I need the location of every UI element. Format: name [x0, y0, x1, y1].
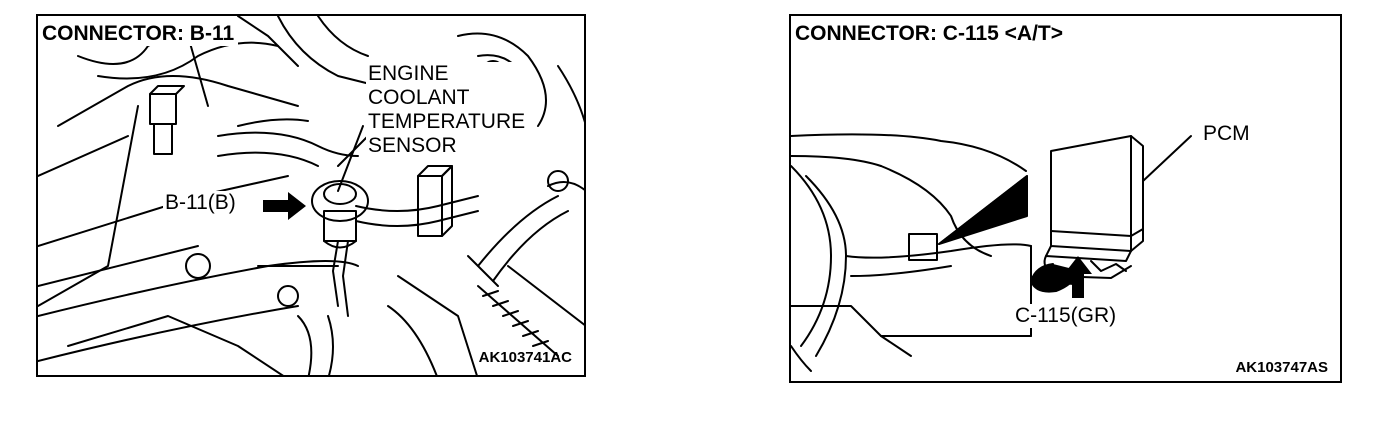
pcm-connector-diagram: CONNECTOR: C-115 <A/T> PCM C-115(GR) AK1…	[789, 14, 1342, 383]
figure-code: AK103747AS	[1235, 359, 1328, 376]
connector-label: C-115(GR)	[1013, 304, 1119, 328]
sensor-label-line: ENGINE	[366, 62, 528, 86]
figure-code: AK103741AC	[478, 349, 572, 366]
arrow-icon	[263, 192, 306, 220]
pcm-label: PCM	[1201, 122, 1252, 146]
sensor-label-line: TEMPERATURE	[366, 110, 528, 134]
arrow-icon	[1064, 256, 1092, 298]
connector-label: B-11(B)	[163, 191, 238, 215]
sensor-label: ENGINE COOLANT TEMPERATURE SENSOR	[366, 62, 528, 158]
engine-connector-diagram: CONNECTOR: B-11 ENGINE COOLANT TEMPERATU…	[36, 14, 586, 377]
connector-title: CONNECTOR: C-115 <A/T>	[795, 22, 1068, 46]
sensor-label-line: COOLANT	[366, 86, 528, 110]
sensor-label-line: SENSOR	[366, 134, 528, 158]
connector-title: CONNECTOR: B-11	[42, 22, 239, 46]
